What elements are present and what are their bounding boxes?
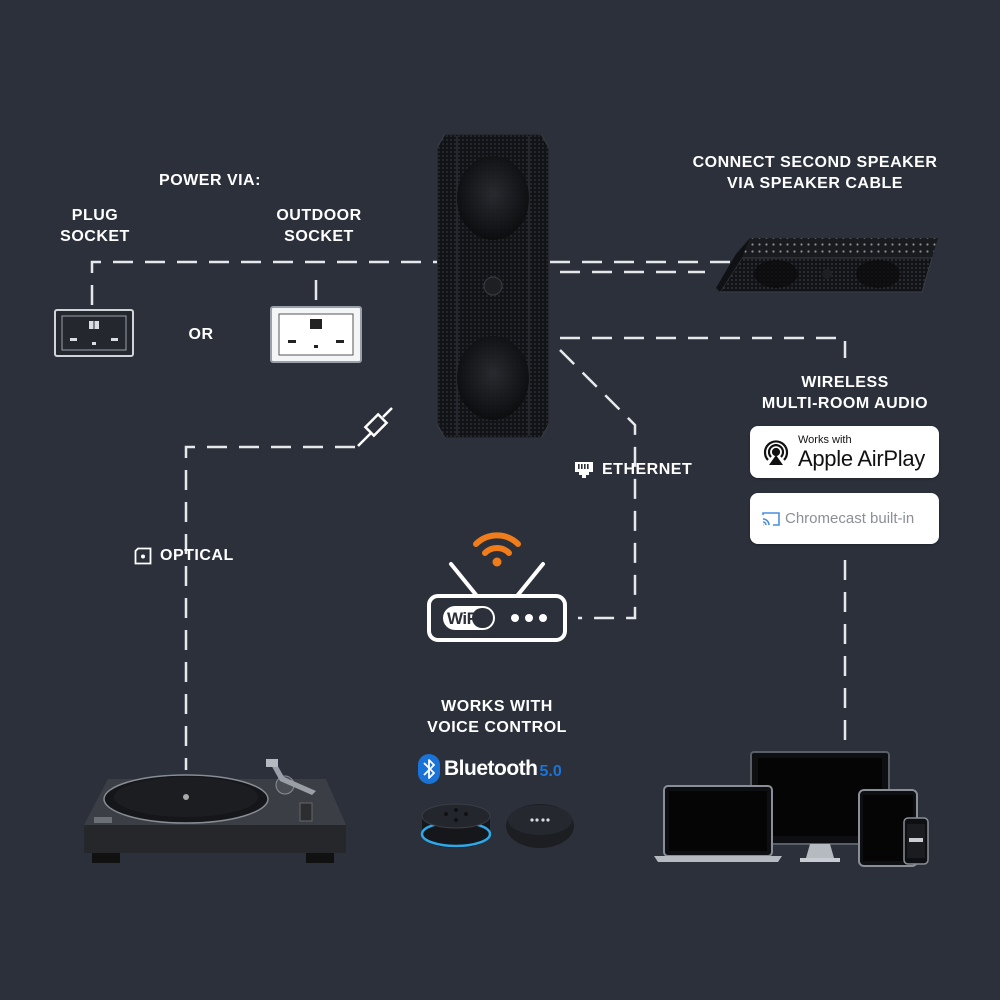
wifi-signal-icon: [473, 532, 521, 567]
optical-tag: OPTICAL: [134, 547, 234, 565]
main-speaker: [437, 134, 549, 438]
voice-control-label: WORKS WITH VOICE CONTROL: [427, 698, 567, 736]
smart-speakers: [420, 803, 574, 848]
ethernet-port-icon: [575, 462, 593, 478]
optical-line: [184, 445, 355, 770]
or-label: OR: [188, 326, 214, 343]
optical-label: OPTICAL: [160, 547, 234, 564]
airplay-small: Works with: [798, 433, 852, 446]
second-speaker: [716, 238, 938, 293]
optical-cable-plug: [357, 407, 393, 447]
echo-dot-speaker: [420, 803, 492, 848]
nest-mini-speaker: [506, 804, 574, 848]
outdoor-socket-face: [278, 313, 354, 356]
multiroom-line: [560, 336, 847, 358]
plug-socket-face: [61, 315, 127, 351]
ethernet-line: [559, 349, 637, 620]
airplay-big: Apple AirPlay: [798, 445, 925, 471]
phone: [903, 817, 929, 865]
bluetooth-logo: Bluetooth 5.0: [418, 754, 562, 784]
wireless-multiroom-label: WIRELESS MULTI-ROOM AUDIO: [761, 374, 929, 412]
plug-socket-label: PLUG SOCKET: [60, 207, 130, 245]
ethernet-label: ETHERNET: [602, 461, 693, 478]
wifi-router: [427, 562, 567, 642]
airplay-icon: [763, 440, 789, 465]
bluetooth-name: Bluetooth: [444, 757, 538, 780]
laptop: [654, 785, 782, 862]
devices-group: [654, 751, 929, 867]
wifi-router-label: WiFi: [447, 609, 481, 628]
chromecast-text: Chromecast built-in: [785, 510, 915, 527]
airplay-badge: Works with Apple AirPlay: [750, 426, 939, 478]
airplay-text: Works with Apple AirPlay: [798, 433, 925, 471]
outdoor-socket-label: OUTDOOR SOCKET: [276, 207, 362, 245]
plug-socket: [54, 309, 134, 357]
chromecast-badge: Chromecast built-in: [750, 493, 939, 544]
second-speaker-label: CONNECT SECOND SPEAKER VIA SPEAKER CABLE: [692, 154, 938, 192]
optical-port-icon: [134, 547, 152, 565]
cast-icon: [762, 511, 780, 526]
turntable: [84, 759, 346, 863]
bluetooth-version: 5.0: [539, 763, 562, 780]
bluetooth-icon: [418, 754, 440, 784]
outdoor-socket: [270, 306, 362, 363]
ethernet-tag: ETHERNET: [574, 461, 692, 479]
power-via-title: POWER VIA:: [159, 172, 261, 189]
power-line: [90, 260, 440, 305]
